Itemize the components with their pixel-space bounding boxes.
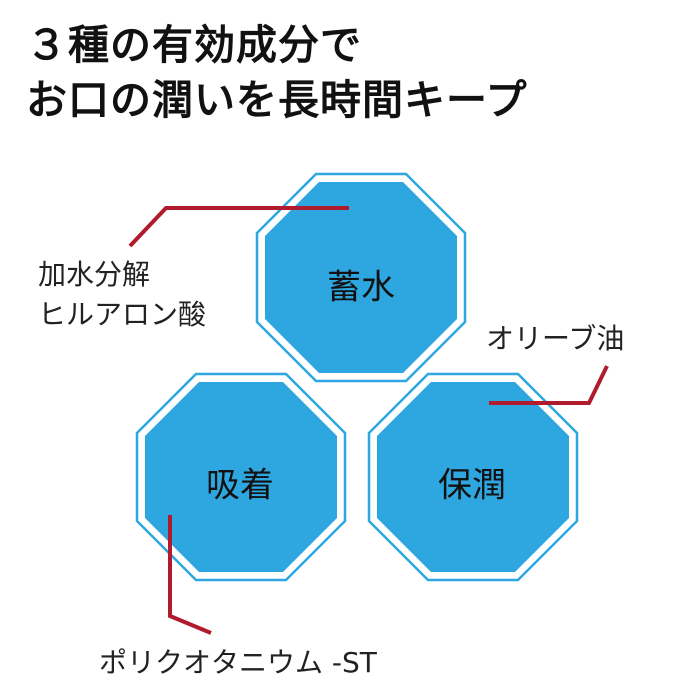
ingredient-hyaluronic-line-2: ヒルアロン酸: [38, 298, 206, 331]
octagon-hojun-fill: [377, 382, 569, 572]
octagon-kyuchaku-outline: [135, 372, 347, 582]
leader-line-hyaluronic: [128, 206, 349, 248]
ingredient-olive: オリーブ油: [486, 322, 624, 355]
headline-line-2: お口の潤いを長時間キープ: [26, 76, 528, 124]
octagon-chikusui-label: 蓄水: [327, 268, 395, 308]
octagon-kyuchaku-label: 吸着: [206, 466, 274, 506]
headline-line-1: ３種の有効成分で: [26, 21, 362, 69]
octagon-kyuchaku: 吸着: [135, 372, 347, 582]
octagon-chikusui: 蓄水: [255, 172, 467, 383]
leader-line-polyquaternium: [168, 515, 212, 635]
octagon-hojun-outline: [367, 372, 579, 582]
headline: ３種の有効成分で お口の潤いを長時間キープ: [26, 18, 528, 128]
octagon-chikusui-outline: [255, 172, 467, 383]
octagon-hojun: 保潤: [367, 372, 579, 582]
octagon-chikusui-fill: [265, 182, 457, 373]
octagon-hojun-label: 保潤: [438, 466, 506, 506]
ingredient-hyaluronic-line-1: 加水分解: [38, 258, 150, 291]
ingredient-polyquaternium: ポリクオタニウム -ST: [99, 646, 378, 679]
octagon-kyuchaku-fill: [145, 382, 337, 572]
leader-line-olive: [489, 365, 609, 405]
